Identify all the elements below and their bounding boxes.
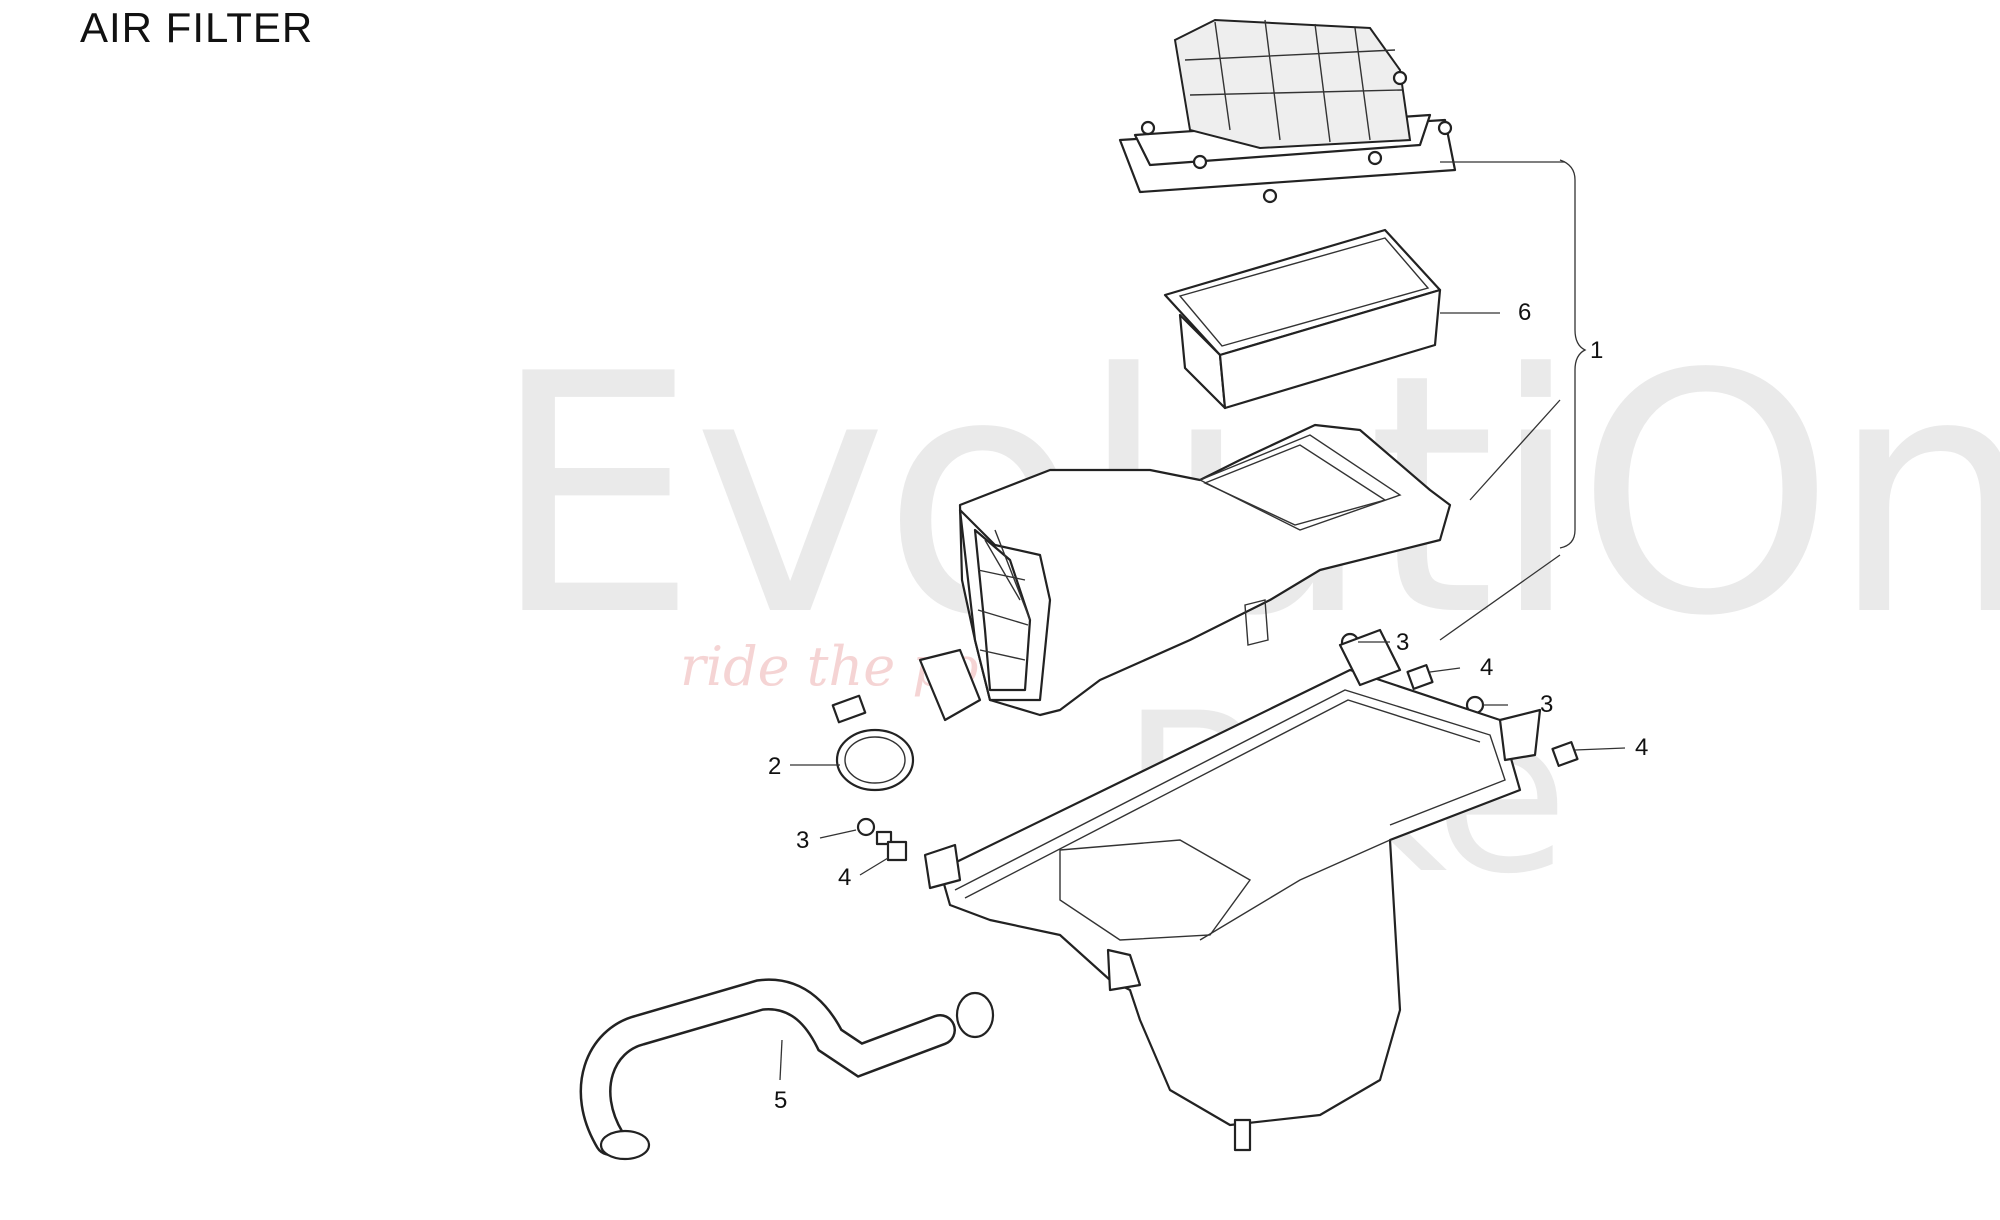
hose-clamp-large bbox=[831, 694, 915, 792]
hose-clamp-top bbox=[955, 991, 995, 1039]
cover-screws bbox=[1140, 70, 1453, 204]
callout-hose: 5 bbox=[774, 1087, 787, 1114]
callout-nut-top-a: 4 bbox=[1480, 654, 1493, 681]
airbox-upper-housing bbox=[918, 423, 1452, 722]
callout-screw-top-a: 3 bbox=[1396, 629, 1409, 656]
airbox-lower-case bbox=[923, 628, 1542, 1152]
callout-nut-top-b: 4 bbox=[1635, 734, 1648, 761]
fasteners-right bbox=[1340, 632, 1579, 767]
diagram-title: AIR FILTER bbox=[80, 4, 314, 51]
drain-hose bbox=[579, 978, 995, 1161]
fasteners-left bbox=[856, 817, 908, 862]
callout-nut-left: 4 bbox=[838, 864, 851, 891]
filter-element bbox=[1163, 228, 1442, 410]
hose-clamp-bottom bbox=[599, 1129, 651, 1161]
callout-screw-top-b: 3 bbox=[1540, 691, 1553, 718]
callout-filter-element: 6 bbox=[1518, 299, 1531, 326]
callout-assembly: 1 bbox=[1590, 337, 1603, 364]
airbox-top-cover bbox=[1118, 18, 1457, 204]
callout-screw-left: 3 bbox=[796, 827, 809, 854]
callout-labels: 1 2 3 3 3 4 4 4 5 6 bbox=[768, 299, 1648, 1114]
callout-clamp: 2 bbox=[768, 753, 781, 780]
leader-lines bbox=[779, 159, 1626, 1081]
